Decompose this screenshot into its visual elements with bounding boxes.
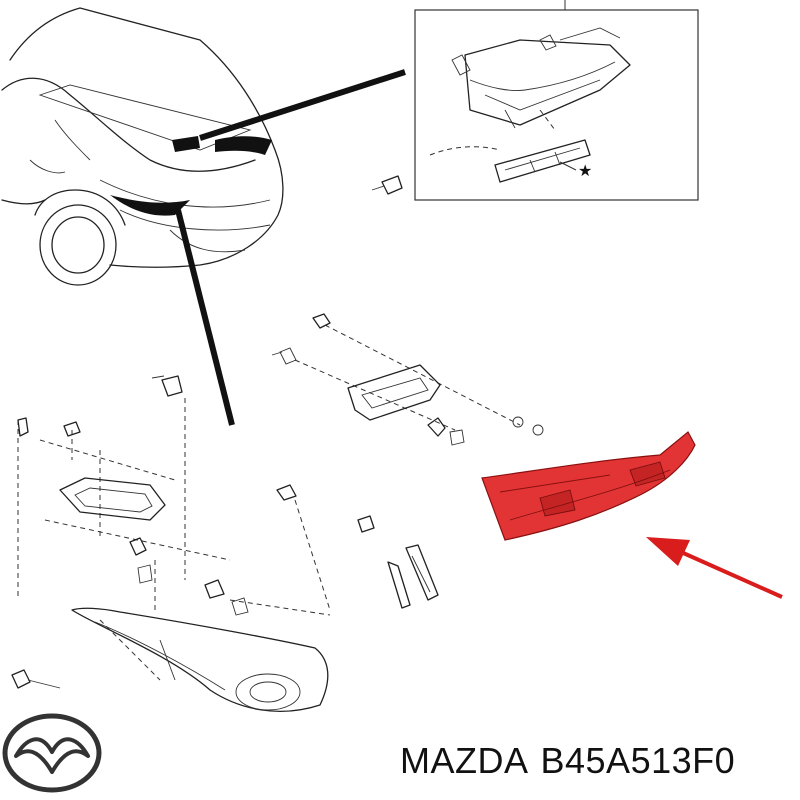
inset-box — [371, 0, 699, 201]
mazda-logo — [2, 713, 102, 793]
part-caption: MAZDA B45A513F0 — [400, 740, 800, 790]
leader-line-upper — [199, 69, 406, 141]
highlight-arrow — [646, 537, 783, 599]
brand-name: MAZDA — [400, 740, 529, 781]
part-number: B45A513F0 — [540, 740, 736, 781]
leader-line-lower — [175, 209, 235, 426]
star-marker: ★ — [578, 161, 592, 180]
car-rear-illustration — [1, 7, 284, 286]
exploded-parts — [11, 313, 544, 712]
inner-tail-lamp — [481, 431, 696, 541]
